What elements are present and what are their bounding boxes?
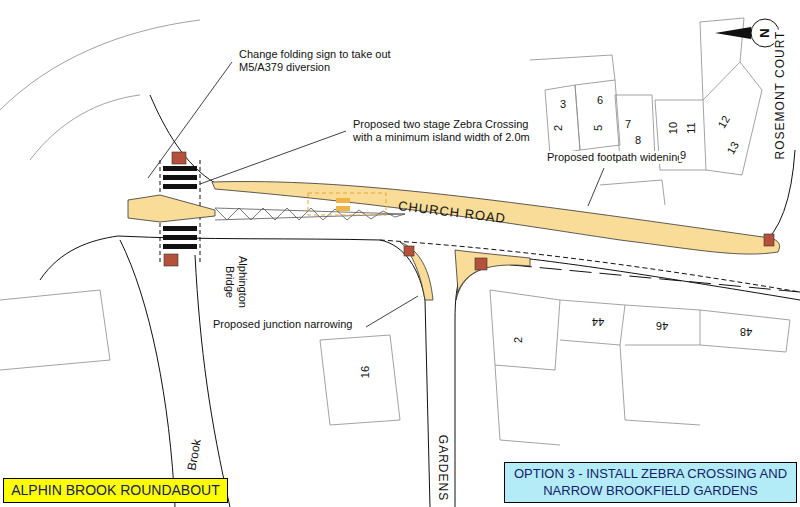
junction-narrowing-build-out <box>455 250 530 292</box>
house-number: 8 <box>634 134 642 147</box>
place-name: Brook <box>185 437 204 472</box>
house-number: 9 <box>679 149 687 162</box>
callout-note: Proposed junction narrowing <box>212 318 353 331</box>
house-number: 6 <box>596 94 604 107</box>
building-outlines <box>0 18 790 445</box>
option-box: OPTION 3 - INSTALL ZEBRA CROSSING AND NA… <box>504 462 797 503</box>
junction-narrowing-west <box>400 242 433 300</box>
road-kerbs <box>40 95 800 507</box>
house-number: 3 <box>559 98 567 111</box>
callout-note: Proposed footpath widening <box>546 151 684 164</box>
title-box: ALPHIN BROOK ROUNDABOUT <box>3 478 228 503</box>
house-number: 2 <box>512 336 525 344</box>
house-number: 7 <box>624 118 632 131</box>
footpath-widening <box>212 182 780 255</box>
north-arrow <box>715 19 779 47</box>
callout-note: Change folding sign to take out M5/A379 … <box>238 48 412 73</box>
street-name: ROSEMONT COURT <box>774 30 788 161</box>
house-number: 12 <box>715 113 733 132</box>
house-number: 10 <box>667 121 680 135</box>
street-name: GARDENS <box>435 434 449 502</box>
zebra-stripes <box>163 166 197 249</box>
crossing-island <box>128 195 215 222</box>
house-number: 13 <box>724 139 742 158</box>
bus-stop-marking <box>308 193 386 215</box>
house-number: 46 <box>655 320 669 333</box>
house-number: 44 <box>591 316 605 329</box>
house-number: 2 <box>552 124 565 132</box>
house-number: 48 <box>739 326 753 339</box>
leader-lines <box>148 62 604 327</box>
callout-note: Proposed two stage Zebra Crossing with a… <box>352 118 544 143</box>
box-text: ALPHIN BROOK ROUNDABOUT <box>10 481 221 500</box>
north-letter: N <box>758 27 773 38</box>
place-name: Alphington Bridge <box>223 250 248 314</box>
house-number: 11 <box>685 121 698 134</box>
hatched-island <box>215 208 405 220</box>
road-marking <box>336 198 350 203</box>
road-marking <box>336 206 350 211</box>
house-number: 16 <box>359 365 372 379</box>
tactile-paving <box>164 152 774 270</box>
box-text: OPTION 3 - INSTALL ZEBRA CROSSING AND NA… <box>511 465 790 500</box>
house-number: 5 <box>592 124 605 132</box>
